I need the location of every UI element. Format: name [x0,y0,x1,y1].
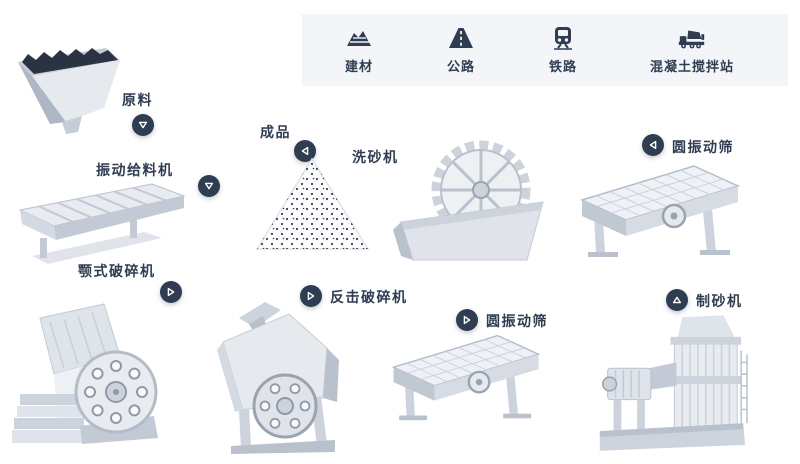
circular-screen-bottom-label: 圆振动筛 [486,313,548,329]
legend-label: 建材 [344,59,373,74]
impact-crusher-label: 反击破碎机 [330,289,408,305]
hopper-icon [18,48,120,134]
finished-product-pile-illustration [255,156,370,252]
legend-label: 混凝土搅拌站 [650,59,735,74]
arrow-down-icon [204,182,214,190]
flow-arrow-badge [160,281,182,303]
raw-material-label: 原料 [122,92,153,108]
vibrating-screen-icon [579,165,741,257]
sand-washer-icon [393,140,544,261]
raw-material-hopper-illustration [16,44,128,136]
circular-vibrating-screen-top-illustration [576,160,746,260]
application-legend-panel: 建材 公路 铁路 [302,14,788,86]
sand-maker-icon [599,315,748,451]
sand-making-machine-illustration [588,306,750,458]
vibrating-feeder-label: 振动给料机 [96,162,174,178]
legend-label: 公路 [446,59,475,74]
arrow-down-icon [138,121,148,129]
legend-item-highway: 公路 [446,25,476,75]
arrow-right-icon [167,287,175,297]
flow-arrow-badge [132,114,154,136]
vibrating-screen-icon [391,334,541,421]
circular-vibrating-screen-bottom-illustration [388,330,546,423]
legend-item-railway: 铁路 [548,25,578,75]
vibrating-feeder-illustration [12,180,187,265]
arrow-left-icon [649,140,657,150]
arrow-up-icon [672,296,682,304]
sand-pile-icon [255,157,370,250]
impact-crusher-illustration [205,298,350,456]
flow-arrow-badge [666,289,688,311]
concrete-mixing-station-icon [678,30,705,49]
flow-arrow-badge [456,309,478,331]
vibrating-feeder-icon [18,183,186,264]
jaw-crusher-illustration [12,298,162,450]
railway-icon [554,27,572,50]
finished-product-label: 成品 [260,124,291,140]
flow-arrow-badge [198,175,220,197]
flow-arrow-badge [300,285,322,307]
arrow-right-icon [463,315,471,325]
circular-screen-top-label: 圆振动筛 [672,139,734,155]
legend-item-concrete-mixing-station: 混凝土搅拌站 [650,25,734,75]
jaw-crusher-label: 颚式破碎机 [78,263,156,279]
building-materials-icon [347,31,371,46]
jaw-crusher-icon [12,303,158,444]
impact-crusher-icon [217,302,339,454]
flow-arrow-badge [642,134,664,156]
highway-icon [449,28,473,48]
arrow-right-icon [307,291,315,301]
sand-washer-illustration [393,136,545,262]
legend-item-building-materials: 建材 [344,25,374,75]
sand-maker-label: 制砂机 [696,293,743,309]
legend-label: 铁路 [548,59,577,74]
sand-washer-label: 洗砂机 [352,149,399,165]
flow-arrow-badge [294,140,316,162]
arrow-left-icon [301,146,309,156]
